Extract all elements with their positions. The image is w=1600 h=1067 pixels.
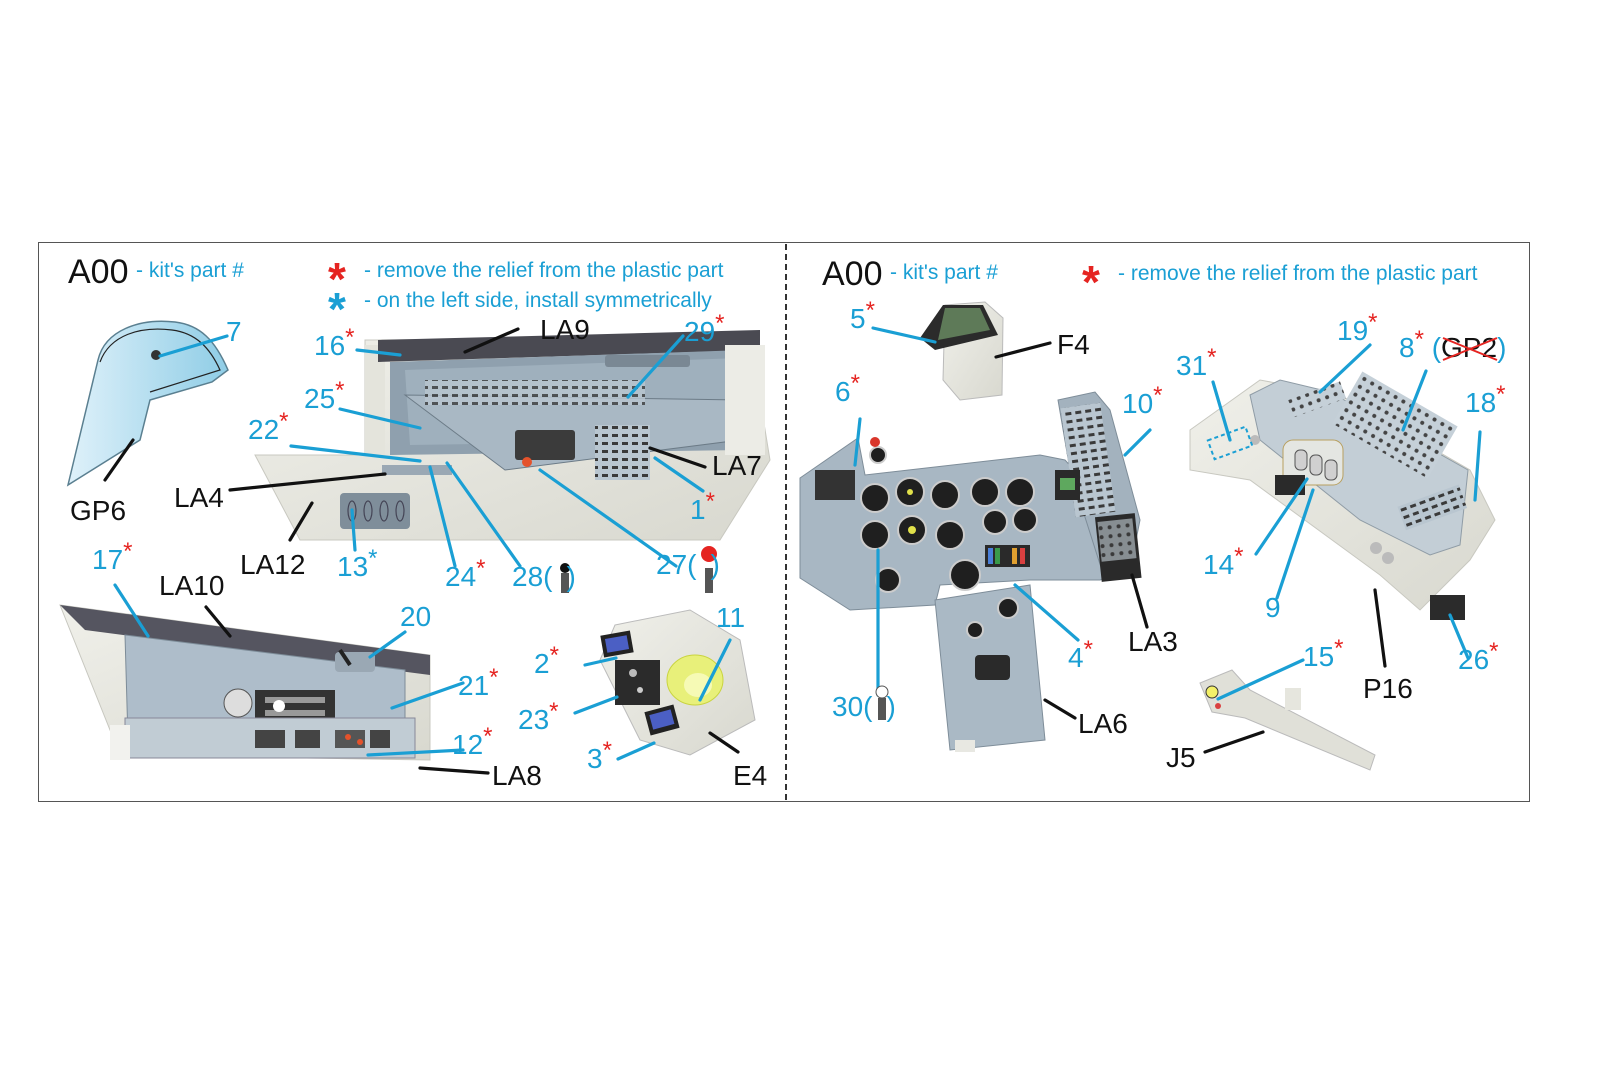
label-part-18: 18* [1465, 381, 1506, 418]
side-console-la10 [59, 604, 431, 761]
blue-callout-lines [113, 326, 1482, 761]
side-console-p16 [1189, 371, 1496, 620]
label-part-19: 19* [1337, 309, 1378, 346]
label-part-11: 11 [716, 602, 746, 633]
right-kit-part-code: A00 [822, 255, 883, 293]
label-part-7: 7 [226, 316, 242, 347]
label-part-20: 20 [400, 601, 432, 632]
left-kit-part-desc: - kit's part # [136, 259, 244, 282]
label-part-17: 17* [92, 538, 133, 575]
red-asterisk-icon: * [1082, 256, 1100, 308]
part-block-e4 [599, 609, 756, 756]
stick-icon-red-27 [701, 546, 717, 593]
label-la10: LA10 [159, 570, 225, 601]
legend-blue-text: - on the left side, install symmetricall… [364, 289, 712, 312]
label-part-15: 15* [1303, 635, 1344, 672]
label-la8: LA8 [492, 760, 542, 791]
label-la12: LA12 [240, 549, 306, 580]
label-part-24: 24* [445, 555, 486, 592]
label-part-2: 2* [534, 642, 559, 679]
label-la3: LA3 [1128, 626, 1178, 657]
label-part-23: 23* [518, 698, 559, 735]
label-part-3: 3* [587, 737, 612, 774]
label-part-28: 28() [512, 561, 576, 592]
right-kit-part-desc: - kit's part # [890, 261, 998, 284]
instrument-panel [799, 391, 1142, 752]
label-la4: LA4 [174, 482, 224, 513]
control-stick-j5 [1199, 669, 1376, 771]
label-la9: LA9 [540, 314, 590, 345]
blue-asterisk-icon: * [328, 283, 346, 335]
label-part-5: 5* [850, 297, 875, 334]
label-part-31: 31* [1176, 344, 1217, 381]
label-part-1: 1* [690, 488, 715, 525]
display-f4 [920, 301, 1004, 401]
canopy-glass-gp6 [66, 320, 229, 487]
side-console-la12 [254, 330, 771, 541]
legend-red-text-right: - remove the relief from the plastic par… [1118, 262, 1478, 285]
label-part-26: 26* [1458, 638, 1499, 675]
label-part-6: 6* [835, 370, 860, 407]
label-part-16: 16* [314, 324, 355, 361]
label-p16: P16 [1363, 673, 1413, 704]
black-callout-lines [103, 327, 1387, 775]
label-part-10: 10* [1122, 382, 1163, 419]
label-la6: LA6 [1078, 708, 1128, 739]
label-part-21: 21* [458, 664, 499, 701]
label-part-4: 4* [1068, 636, 1093, 673]
label-e4: E4 [733, 760, 768, 791]
label-part-9: 9 [1265, 592, 1281, 623]
label-part-27: 27() [656, 549, 720, 580]
label-gp6: GP6 [70, 495, 127, 526]
label-j5: J5 [1166, 742, 1196, 773]
label-part-14: 14* [1203, 543, 1244, 580]
label-la7: LA7 [712, 450, 762, 481]
label-part-25: 25* [304, 377, 345, 414]
label-part-29: 29* [684, 310, 725, 347]
struck-out-gp2: GP2 [1441, 332, 1498, 363]
label-part-13: 13* [337, 545, 378, 582]
label-part-22: 22* [248, 408, 289, 445]
red-asterisk-icon: * [328, 253, 346, 305]
legend-red-text: - remove the relief from the plastic par… [364, 259, 724, 282]
label-part-30: 30() [832, 691, 896, 722]
stick-icon-black-28 [560, 563, 570, 593]
label-f4: F4 [1057, 329, 1090, 360]
panel-divider [785, 244, 787, 800]
stick-icon-white-30 [875, 685, 889, 720]
label-part-8: 8* (GP2) [1399, 326, 1507, 363]
label-part-12: 12* [452, 723, 493, 760]
left-kit-part-code: A00 [68, 253, 129, 291]
